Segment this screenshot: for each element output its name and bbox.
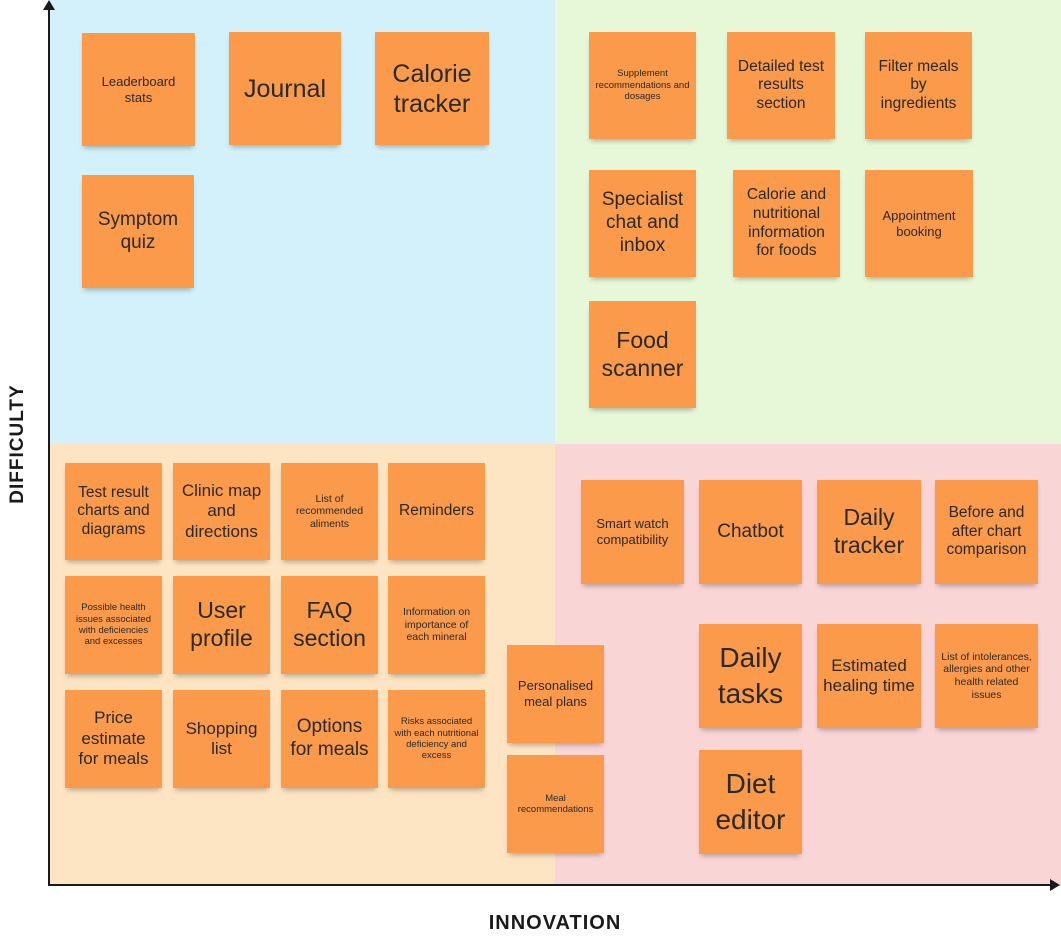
sticky-note-journal[interactable]: Journal bbox=[229, 32, 341, 145]
sticky-note-recommended-aliments[interactable]: List of recommended aliments bbox=[281, 463, 378, 560]
sticky-note-daily-tracker[interactable]: Daily tracker bbox=[817, 480, 921, 584]
sticky-note-daily-tasks[interactable]: Daily tasks bbox=[699, 624, 802, 728]
sticky-note-leaderboard-stats[interactable]: Leaderboard stats bbox=[82, 33, 195, 146]
sticky-note-options-for-meals[interactable]: Options for meals bbox=[281, 690, 378, 788]
sticky-note-calorie-tracker[interactable]: Calorie tracker bbox=[375, 32, 489, 145]
sticky-note-detailed-test-results[interactable]: Detailed test results section bbox=[727, 32, 835, 139]
sticky-note-mineral-importance[interactable]: Information on importance of each minera… bbox=[388, 576, 485, 674]
x-axis-line bbox=[48, 884, 1056, 886]
sticky-note-estimated-healing-time[interactable]: Estimated healing time bbox=[817, 624, 921, 728]
sticky-note-clinic-map[interactable]: Clinic map and directions bbox=[173, 463, 270, 560]
x-axis-label: INNOVATION bbox=[488, 912, 622, 934]
sticky-note-test-result-charts[interactable]: Test result charts and diagrams bbox=[65, 463, 162, 560]
sticky-note-shopping-list[interactable]: Shopping list bbox=[173, 690, 270, 788]
y-axis-label: DIFFICULTY bbox=[7, 384, 28, 504]
sticky-note-chatbot[interactable]: Chatbot bbox=[699, 480, 802, 584]
sticky-note-supplement-recommendations[interactable]: Supplement recommendations and dosages bbox=[589, 32, 696, 139]
sticky-note-price-estimate[interactable]: Price estimate for meals bbox=[65, 690, 162, 788]
sticky-note-filter-meals[interactable]: Filter meals by ingredients bbox=[865, 32, 972, 139]
sticky-note-reminders[interactable]: Reminders bbox=[388, 463, 485, 560]
sticky-note-meal-recommendations[interactable]: Meal recommendations bbox=[507, 755, 604, 853]
sticky-note-food-scanner[interactable]: Food scanner bbox=[589, 301, 696, 408]
sticky-note-symptom-quiz[interactable]: Symptom quiz bbox=[82, 175, 194, 288]
sticky-note-personalised-meal-plans[interactable]: Personalised meal plans bbox=[507, 645, 604, 743]
sticky-note-user-profile[interactable]: User profile bbox=[173, 576, 270, 674]
sticky-note-appointment-booking[interactable]: Appointment booking bbox=[865, 170, 973, 277]
sticky-note-specialist-chat[interactable]: Specialist chat and inbox bbox=[589, 170, 696, 277]
sticky-note-calorie-nutritional-info[interactable]: Calorie and nutritional information for … bbox=[733, 170, 840, 277]
sticky-note-possible-health-issues[interactable]: Possible health issues associated with d… bbox=[65, 576, 162, 674]
y-axis-arrow-icon bbox=[43, 0, 55, 10]
sticky-note-before-after-chart[interactable]: Before and after chart comparison bbox=[935, 480, 1038, 584]
sticky-note-faq-section[interactable]: FAQ section bbox=[281, 576, 378, 674]
sticky-note-diet-editor[interactable]: Diet editor bbox=[699, 750, 802, 854]
y-axis-line bbox=[48, 6, 50, 886]
sticky-note-smart-watch[interactable]: Smart watch compatibility bbox=[581, 480, 684, 584]
sticky-note-risks-deficiency[interactable]: Risks associated with each nutritional d… bbox=[388, 690, 485, 788]
x-axis-arrow-icon bbox=[1050, 879, 1060, 891]
sticky-note-intolerances-list[interactable]: List of intolerances, allergies and othe… bbox=[935, 624, 1038, 728]
